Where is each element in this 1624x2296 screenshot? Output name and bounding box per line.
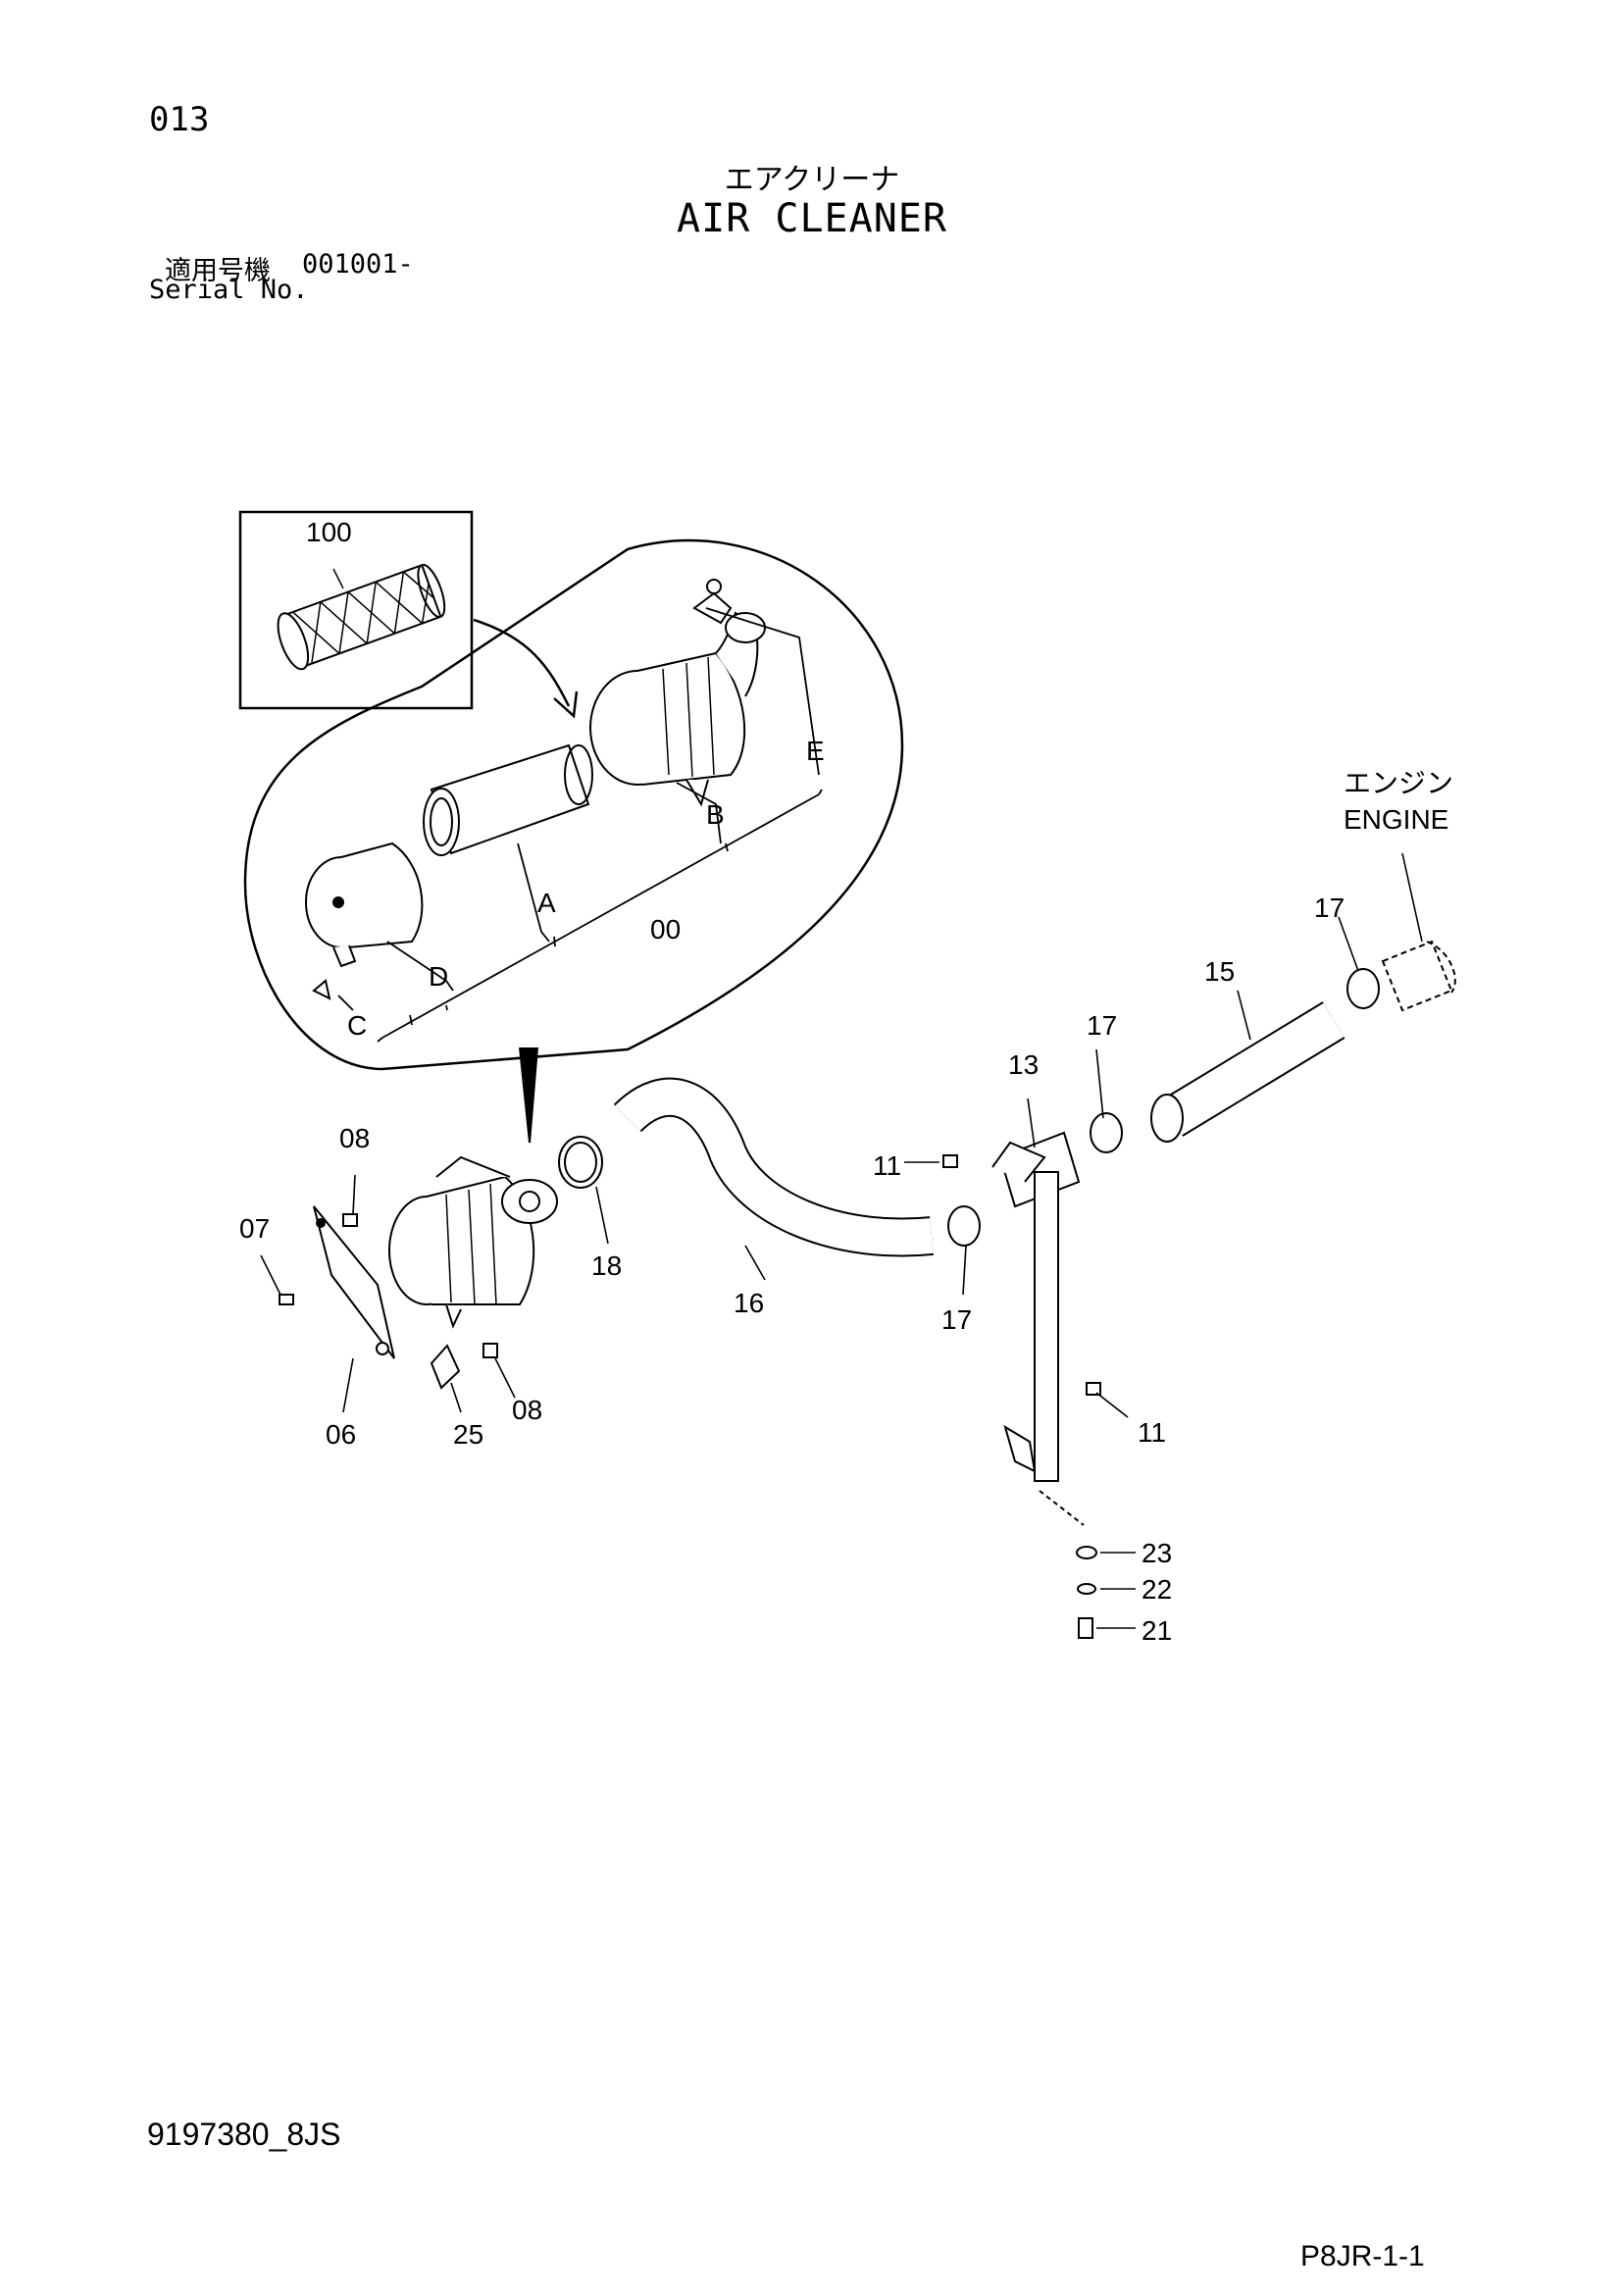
callout-08-bottom: 08 bbox=[512, 1395, 542, 1425]
callout-21: 21 bbox=[1142, 1615, 1172, 1646]
leader-lines bbox=[1039, 1490, 1085, 1526]
hose-clamp-icon bbox=[558, 1136, 603, 1189]
outer-filter-icon bbox=[423, 743, 593, 856]
callout-07: 07 bbox=[239, 1213, 270, 1244]
callout-22: 22 bbox=[1142, 1574, 1172, 1605]
valve-icon bbox=[430, 1344, 461, 1390]
filter-element-icon bbox=[277, 563, 446, 671]
callout-a: A bbox=[537, 888, 556, 918]
leader-lines bbox=[337, 607, 823, 1043]
bolt-icon bbox=[942, 1154, 958, 1168]
page-code: P8JR-1-1 bbox=[1300, 2240, 1425, 2272]
callout-23: 23 bbox=[1142, 1538, 1172, 1568]
callout-11-bottom: 11 bbox=[1138, 1417, 1166, 1448]
callout-16: 16 bbox=[734, 1288, 764, 1318]
callout-18: 18 bbox=[591, 1250, 622, 1281]
hose-clamp-icon bbox=[947, 1205, 981, 1247]
page-title: AIR CLEANER bbox=[677, 196, 947, 241]
engine-label-japanese: エンジン bbox=[1344, 768, 1453, 798]
bolt-icon bbox=[1086, 1382, 1101, 1396]
callout-17-mid: 17 bbox=[1087, 1010, 1117, 1041]
serial-label-japanese: 適用号機 bbox=[165, 256, 271, 285]
callout-00: 00 bbox=[650, 914, 681, 944]
callout-06: 06 bbox=[326, 1419, 356, 1450]
serial-value: 001001- bbox=[302, 249, 414, 280]
bolt-icon bbox=[1078, 1617, 1093, 1639]
cover-icon bbox=[305, 842, 424, 968]
engine-label: ENGINE bbox=[1344, 804, 1448, 835]
callout-100: 100 bbox=[306, 517, 352, 547]
inset-box bbox=[238, 510, 474, 710]
title-japanese: エアクリーナ bbox=[724, 164, 900, 196]
callout-c: C bbox=[347, 1010, 367, 1041]
callout-e: E bbox=[806, 736, 825, 766]
hose-clamp-icon bbox=[1090, 1112, 1123, 1153]
callout-11-top: 11 bbox=[873, 1150, 901, 1181]
pipe-bracket-icon bbox=[991, 1131, 1081, 1482]
arrow-icon bbox=[473, 618, 571, 707]
washer-icon bbox=[1076, 1546, 1097, 1559]
valve-icon bbox=[312, 979, 331, 1000]
callout-13: 13 bbox=[1008, 1049, 1039, 1080]
bolt-icon bbox=[279, 1213, 498, 1358]
callout-d: D bbox=[429, 961, 448, 992]
callout-17-low: 17 bbox=[941, 1304, 972, 1335]
callout-25: 25 bbox=[453, 1419, 483, 1450]
pointer-icon bbox=[519, 1046, 538, 1144]
callout-b: B bbox=[706, 799, 725, 830]
lock-washer-icon bbox=[1077, 1583, 1096, 1595]
clamp-top-icon bbox=[692, 579, 733, 625]
document-code: 9197380_8JS bbox=[147, 2117, 341, 2152]
callout-15: 15 bbox=[1204, 956, 1235, 987]
serial-label: Serial No. bbox=[149, 275, 309, 305]
page-number: 013 bbox=[149, 100, 210, 139]
air-cleaner-assembly-icon bbox=[313, 1155, 558, 1359]
callout-17-top: 17 bbox=[1314, 893, 1345, 923]
arrow-head-icon bbox=[553, 690, 579, 719]
engine-intake-icon bbox=[1381, 940, 1456, 1012]
exploded-view-outline bbox=[243, 538, 904, 1071]
leader-lines bbox=[260, 852, 1423, 1629]
callout-08-top: 08 bbox=[339, 1123, 370, 1153]
housing-icon bbox=[589, 611, 766, 807]
hose-clamp-icon bbox=[1346, 968, 1380, 1009]
